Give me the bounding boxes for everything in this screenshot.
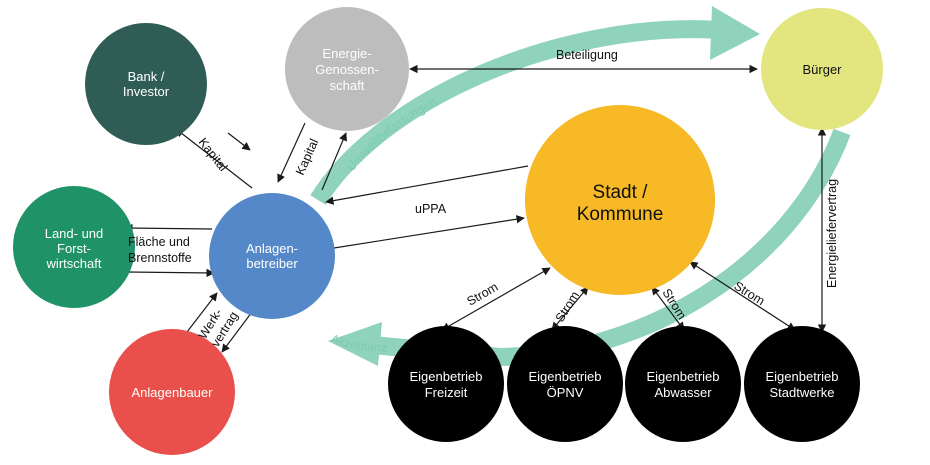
genossenschaft-label-1: Energie- [322,46,371,61]
strom-stadtwerke-label: Strom [731,279,767,309]
oepnv-label-2: ÖPNV [547,385,584,400]
strom-oepnv-label: Strom [553,289,583,325]
stadtwerke-label-1: Eigenbetrieb [766,369,839,384]
stadt-label-2: Kommune [577,204,664,225]
bank-label-1: Bank / [128,69,165,84]
energieliefervertrag-label: Energieliefervertrag [825,179,839,288]
anlagenbauer-label: Anlagenbauer [132,385,214,400]
flaeche-label-1: Fläche und [128,235,190,249]
edge-stadt-betreiber [325,165,529,205]
edge-betreiber-bank-1 [175,128,253,189]
node-anlagenbauer: Anlagenbauer [109,329,235,455]
bank-label-2: Investor [123,84,170,99]
landwirtschaft-label-3: wirtschaft [46,256,102,271]
freizeit-label-1: Eigenbetrieb [410,369,483,384]
edge-genossenschaft-betreiber-1 [277,122,306,183]
svg-text:Stadt /Kommune: Stadt /Kommune [577,182,664,225]
edge-bauer-betreiber [186,292,218,333]
kapital-bank-label: Kapital [196,135,231,174]
landwirtschaft-label-1: Land- und [45,226,104,241]
svg-text:Bank /Investor: Bank /Investor [123,69,170,99]
strom-freizeit-label: Strom [465,280,501,309]
node-bank: Bank /Investor [85,23,207,145]
umweltbelastungen-flow [310,6,760,205]
edge-landwirtschaft-betreiber [124,268,215,278]
svg-text:Anlagenbauer: Anlagenbauer [132,385,214,400]
edge-betreiber-bauer [221,311,253,353]
flaeche-label-2: Brennstoffe [128,251,192,265]
node-anlagenbetreiber: Anlagen-betreiber [209,193,335,319]
svg-text:Anlagen-betreiber: Anlagen-betreiber [246,241,298,271]
beteiligung-label: Beteiligung [556,48,618,62]
svg-text:Energie-Genossen-schaft: Energie-Genossen-schaft [315,46,379,93]
abwasser-label-2: Abwasser [654,385,712,400]
edge-betreiber-stadt [333,215,525,249]
anlagenbetreiber-label-2: betreiber [246,256,298,271]
kapital-genossenschaft-label: Kapital [293,137,321,178]
node-buerger: Bürger [761,8,883,130]
node-genossenschaft: Energie-Genossen-schaft [285,7,409,131]
oepnv-label-1: Eigenbetrieb [529,369,602,384]
landwirtschaft-label-2: Forst- [57,241,91,256]
node-stadt: Stadt /Kommune [525,105,715,295]
edge-stadt-stadtwerke [689,261,796,331]
buerger-label: Bürger [802,62,842,77]
freizeit-label-2: Freizeit [425,385,468,400]
edges [124,64,827,353]
edge-betreiber-bank-2 [227,132,251,151]
edge-stadt-freizeit [441,267,551,331]
uppa-label: uPPA [415,202,447,216]
svg-text:Bürger: Bürger [802,62,842,77]
stadt-label-1: Stadt / [593,182,649,203]
abwasser-label-1: Eigenbetrieb [647,369,720,384]
edge-stadt-oepnv [551,286,589,331]
genossenschaft-label-3: schaft [330,78,365,93]
edge-stadt-abwasser [651,286,685,331]
stadtwerke-label-2: Stadtwerke [769,385,834,400]
edge-betreiber-landwirtschaft [124,223,213,233]
edge-betreiber-genossenschaft-2 [321,132,347,191]
genossenschaft-label-2: Genossen- [315,62,379,77]
anlagenbetreiber-label-1: Anlagen- [246,241,298,256]
